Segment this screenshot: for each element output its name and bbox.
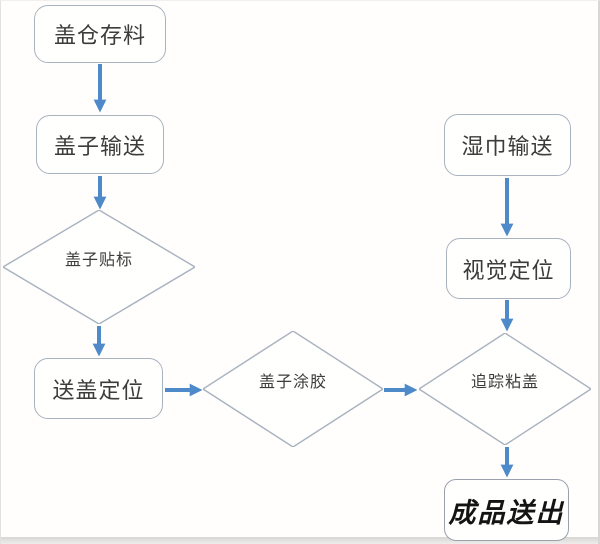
node-track-bonding-label: 追踪粘盖 [470,374,539,391]
node-cap-convey-label: 盖子输送 [53,133,146,159]
node-wipes-convey: 湿巾输送 [444,114,571,176]
node-cap-gluing: 盖子涂胶 [203,331,383,447]
node-cap-position-label: 送盖定位 [52,377,145,403]
bottom-edge-trim [1,537,598,544]
node-vision-position: 视觉定位 [446,238,571,299]
node-vision-position-label: 视觉定位 [462,257,555,283]
node-track-bonding: 追踪粘盖 [419,333,591,445]
node-cap-gluing-label: 盖子涂胶 [258,374,327,391]
node-product-output-label: 成品送出 [448,497,565,528]
node-cap-labeling: 盖子贴标 [3,210,195,324]
node-cap-convey: 盖子输送 [36,115,164,174]
diamond-shape [3,210,195,324]
node-wipes-convey-label: 湿巾输送 [461,134,554,159]
diamond-shape [419,333,591,445]
node-cap-position: 送盖定位 [34,358,163,419]
node-cap-storage-label: 盖仓存料 [53,23,146,48]
diamond-shape [203,331,383,447]
node-cap-storage: 盖仓存料 [34,5,166,63]
node-cap-labeling-label: 盖子贴标 [64,252,133,269]
node-product-output: 成品送出 [444,479,569,541]
